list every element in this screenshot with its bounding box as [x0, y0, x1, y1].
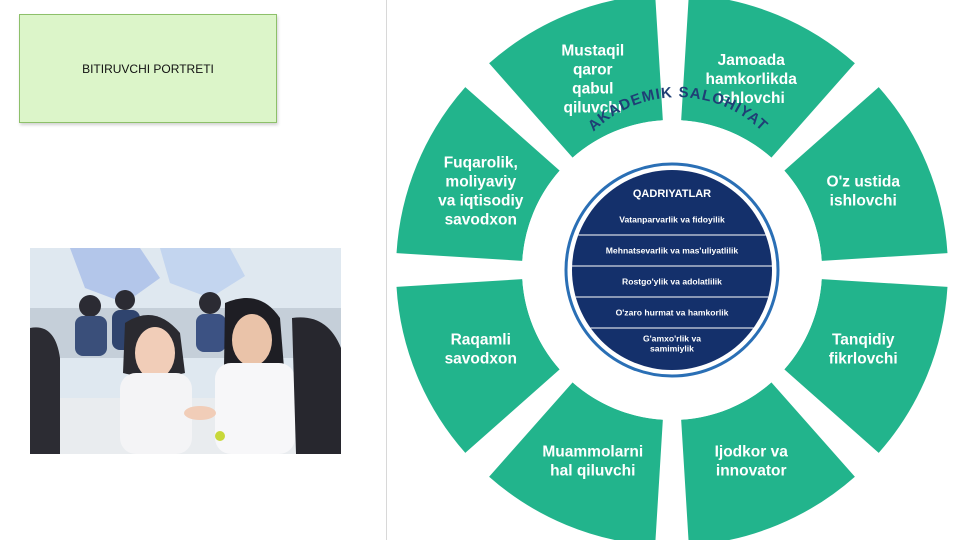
values-header: QADRIYATLAR [633, 188, 711, 200]
page-divider [386, 0, 387, 540]
segment-8 [489, 0, 663, 158]
title-box: BITIRUVCHI PORTRETI [19, 14, 277, 123]
students-photo-illustration [30, 248, 341, 454]
value-item-3: Rostgo'ylik va adolatlilik [622, 277, 722, 287]
values-list: QADRIYATLAR Vatanparvarlik va fidoyilikMe… [572, 188, 772, 354]
value-item-1: Vatanparvarlik va fidoyilik [619, 215, 725, 225]
segment-2 [784, 87, 948, 261]
value-item-4: O'zaro hurmat va hamkorlik [616, 308, 729, 318]
segment-1 [681, 0, 855, 158]
segment-6 [396, 279, 560, 453]
segment-3 [784, 279, 948, 453]
page-title: BITIRUVCHI PORTRETI [82, 61, 214, 76]
students-photo [30, 248, 341, 454]
segment-7 [396, 87, 560, 261]
values-circle [572, 170, 772, 370]
segment-5 [489, 382, 663, 540]
segment-4 [681, 382, 855, 540]
value-item-2: Mehnatsevarlik va mas'uliyatlilik [606, 246, 739, 256]
